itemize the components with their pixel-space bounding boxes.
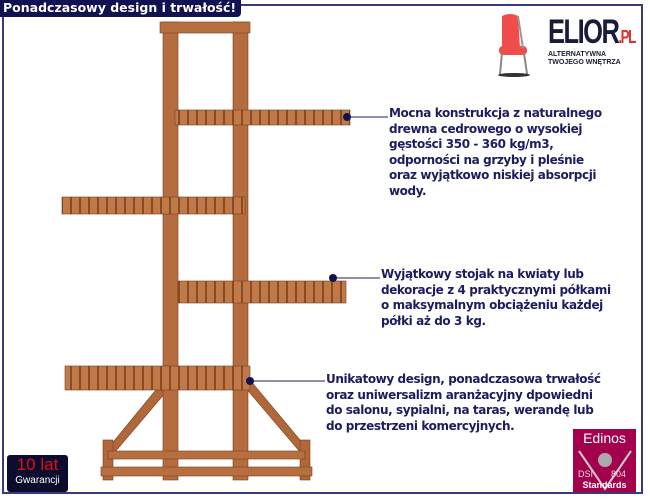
callout-dot [329,274,337,282]
brand-name: ELIOR.PL [548,13,636,51]
brand-suffix: .PL [618,27,636,47]
chair-icon [498,14,530,77]
warranty-badge: 10 lat Gwarancji [7,455,68,492]
callout-dot [246,377,254,385]
edinos-badge: Edinos DSI 804 Standards [573,429,636,492]
page-title: Ponadczasowy design i trwałość! [0,0,242,17]
content-frame [2,4,643,494]
edinos-v-icon [578,450,632,491]
callout-lines [250,116,388,382]
edinos-dsi: DSI [578,469,594,479]
callout-dot [343,113,351,121]
feature-construction: Mocna konstrukcja z naturalnego drewna c… [389,106,602,198]
brand-tagline: ALTERNATYWNA TWOJEGO WNĘTRZA [548,51,621,66]
edinos-standards: Standards [582,480,627,490]
edinos-title: Edinos [583,430,626,446]
warranty-years: 10 lat [16,455,59,474]
feature-design: Unikatowy design, ponadczasowa trwałość … [326,372,601,433]
brand-text: ELIOR [548,13,620,51]
feature-shelves: Wyjątkowy stojak na kwiaty lub dekoracje… [381,267,611,328]
edinos-number: 804 [611,469,627,479]
warranty-label: Gwarancji [15,475,60,486]
